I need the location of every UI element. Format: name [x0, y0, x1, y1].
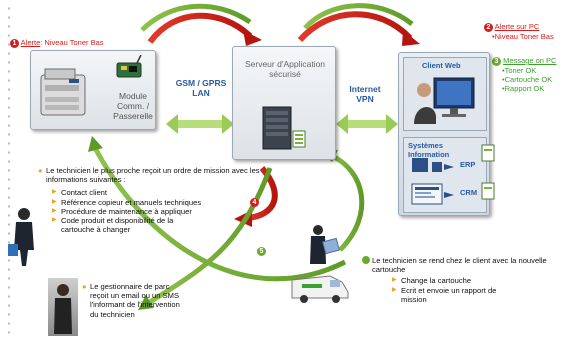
client-visit-list: Change la cartouche Ecrit et envoie un r… [392, 276, 512, 304]
double-arrow-left [166, 114, 234, 134]
message-pc-item: •Cartouche OK [502, 75, 553, 84]
crm-diagram-icon [410, 182, 458, 206]
message-pc-item: •Rapport OK [502, 84, 545, 93]
crm-label: CRM [460, 188, 478, 197]
client-visit-item: Ecrit et envoie un rapport de mission [392, 286, 512, 304]
erp-diagram-icon [410, 154, 458, 176]
alert-right: 2 Alerte sur PC •Niveau Toner Bas [484, 22, 554, 41]
client-visit-item: Change la cartouche [392, 276, 512, 285]
alert-left: 1 Alerte: Niveau Toner Bas [10, 38, 104, 48]
step-badge-1: 1 [10, 39, 19, 48]
manager-text: Le gestionnaire de parc reçoit un email … [90, 282, 180, 319]
technician-list-item: Code produit et disponibilité de la cart… [52, 216, 202, 234]
manager-photo [48, 278, 78, 336]
arrow-server-to-manager [148, 167, 273, 305]
message-pc-title: Message on PC [503, 56, 557, 65]
link-left-label: GSM / GPRS LAN [175, 78, 227, 98]
pc-user-icon [410, 72, 482, 133]
server-label: Serveur d'Application sécurisé [244, 59, 326, 79]
client-visit-block: Le technicien se rend chez le client ave… [362, 256, 572, 304]
step-badge-3: 3 [492, 57, 501, 66]
step-badge-2: 2 [484, 23, 493, 32]
document-stack-icon [481, 143, 495, 203]
copier-icon [39, 67, 91, 121]
link-right-label: Internet VPN [349, 84, 381, 104]
arrow-client-to-server [303, 3, 414, 30]
arrow-van-to-module [92, 146, 347, 282]
double-arrow-right [336, 114, 398, 134]
message-pc-item: •Toner OK [502, 66, 537, 75]
arrow-server-to-client [297, 11, 413, 43]
alert-text: : Niveau Toner Bas [40, 38, 104, 47]
alert-right-item: •Niveau Toner Bas [492, 32, 554, 41]
client-visit-intro: Le technicien se rend chez le client ave… [362, 256, 572, 274]
manager-text-block: ● Le gestionnaire de parc reçoit un emai… [82, 282, 180, 319]
technician-list-item: Référence copieur et manuels techniques [52, 198, 202, 207]
server-rack-icon [259, 105, 309, 153]
step-badge-5: 5 [257, 247, 266, 256]
client-web-label: Client Web [422, 61, 461, 70]
module-box: Module Comm. / Passerelle [30, 50, 156, 130]
step-badge-4: 4 [250, 198, 259, 207]
technician-figure-icon [8, 206, 42, 268]
step-badge-6 [362, 256, 370, 264]
technician-list-item: Procédure de maintenance à appliquer [52, 207, 202, 216]
client-web-panel: Client Web [403, 57, 487, 131]
technician-block: ● Le technicien le plus proche reçoit un… [38, 166, 268, 234]
info-systems-label: Systèmes Information [408, 141, 450, 159]
arrow-server-to-module [140, 3, 252, 32]
technician-intro-text: Le technicien le plus proche reçoit un o… [46, 166, 260, 185]
technician-intro: ● Le technicien le plus proche reçoit un… [38, 166, 260, 185]
left-dot-border [6, 4, 14, 336]
technician-with-box-icon [302, 224, 342, 272]
message-pc: 3 Message on PC •Toner OK •Cartouche OK … [492, 56, 556, 93]
technician-list: Contact client Référence copieur et manu… [52, 188, 202, 234]
client-visit-intro-text: Le technicien se rend chez le client ave… [372, 256, 547, 275]
alert-label: Alerte [20, 38, 41, 47]
van-icon [290, 272, 350, 304]
arrow-van-to-server [328, 152, 365, 252]
technician-list-item: Contact client [52, 188, 202, 197]
alert-right-title: Alerte sur PC [494, 22, 540, 31]
arrow-module-to-server [147, 12, 253, 44]
server-box: Serveur d'Application sécurisé [232, 46, 336, 160]
module-label: Module Comm. / Passerelle [113, 91, 153, 121]
comm-module-icon [115, 54, 145, 81]
info-systems-panel: Systèmes Information ERP CRM [403, 137, 487, 213]
client-box: Client Web Systèmes Information ERP CRM [398, 52, 495, 216]
erp-label: ERP [460, 160, 476, 169]
